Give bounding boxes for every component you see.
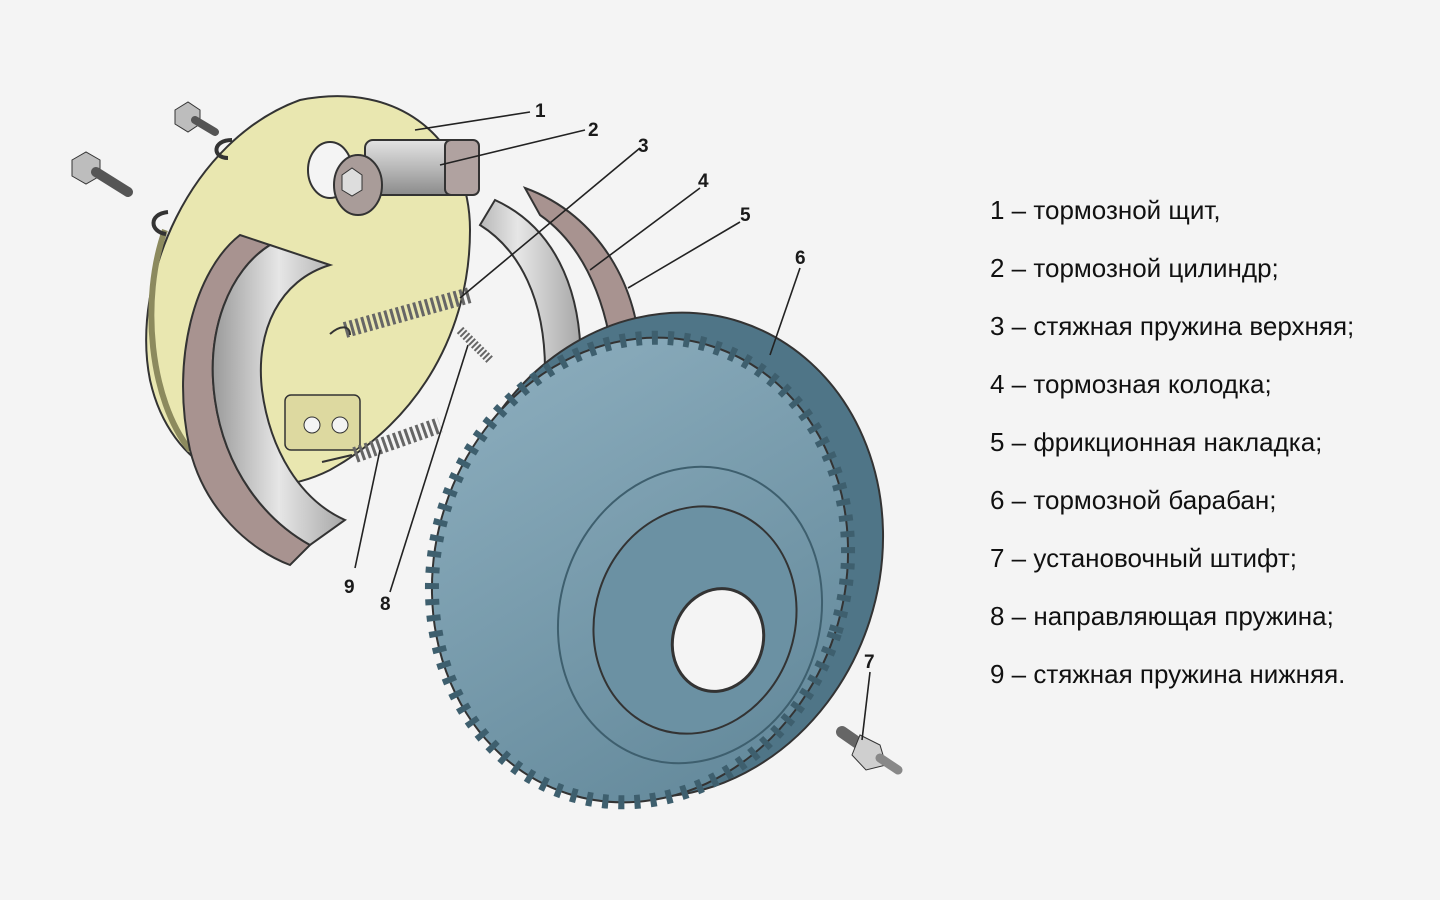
callout-8: 8: [380, 594, 391, 615]
callout-9: 9: [344, 577, 355, 598]
legend-item-5: 5 – фрикционная накладка;: [990, 427, 1323, 457]
callout-3: 3: [638, 136, 649, 157]
legend-item-4: 4 – тормозная колодка;: [990, 369, 1272, 399]
callout-5: 5: [740, 205, 751, 226]
mounting-bolt-upper: [174, 101, 219, 136]
callout-6: 6: [795, 248, 806, 269]
alignment-pin: [836, 726, 903, 775]
lower-return-spring: [321, 417, 443, 463]
callout-1: 1: [535, 101, 546, 122]
mounting-bolt-lower: [71, 151, 133, 197]
callout-2: 2: [588, 120, 599, 141]
legend-item-8: 8 – направляющая пружина;: [990, 601, 1334, 631]
callout-7: 7: [864, 652, 875, 673]
left-brake-shoe: [182, 233, 348, 567]
legend-item-9: 9 – стяжная пружина нижняя.: [990, 659, 1346, 689]
upper-return-spring: [329, 287, 473, 338]
legend-item-3: 3 – стяжная пружина верхняя;: [990, 311, 1355, 341]
callout-4: 4: [698, 171, 709, 192]
retaining-clip-lower: [151, 210, 169, 236]
guide-spring: [456, 326, 494, 364]
legend-item-2: 2 – тормозной цилиндр;: [990, 253, 1279, 283]
parts-legend: 1 – тормозной щит, 2 – тормозной цилиндр…: [990, 196, 1430, 718]
legend-item-7: 7 – установочный штифт;: [990, 543, 1297, 573]
legend-item-6: 6 – тормозной барабан;: [990, 485, 1277, 515]
brake-drum: [424, 311, 885, 810]
leader-lines: [354, 111, 871, 741]
legend-item-1: 1 – тормозной щит,: [990, 195, 1221, 225]
retaining-clip-upper: [214, 138, 233, 160]
wheel-cylinder: [333, 139, 480, 216]
